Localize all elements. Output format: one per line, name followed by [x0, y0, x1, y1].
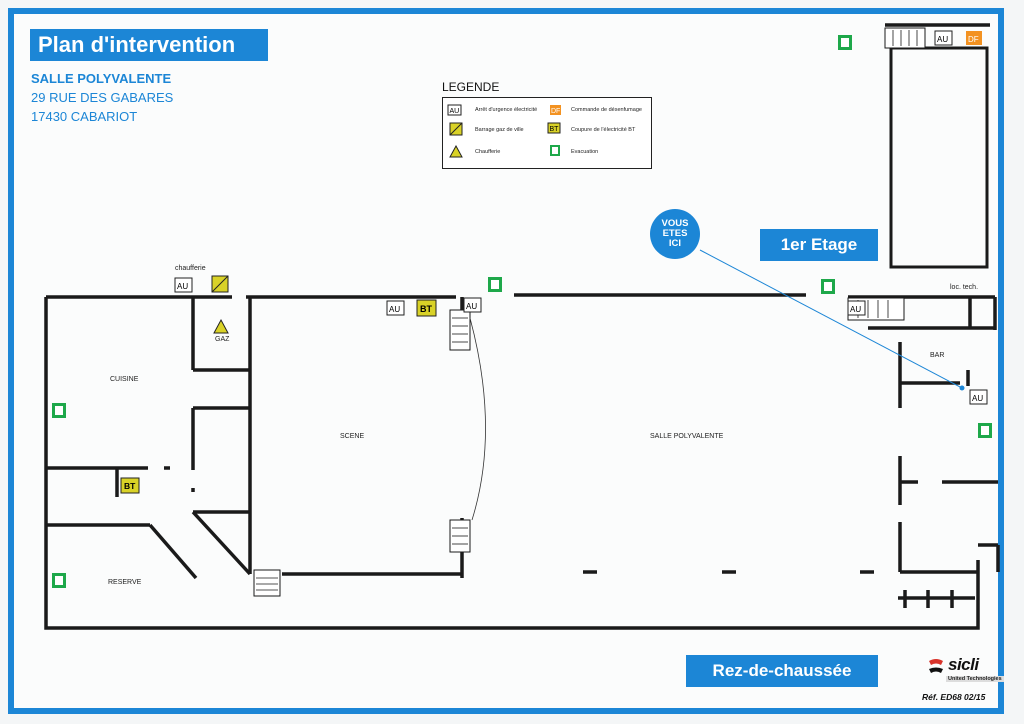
au-icon: AU: [463, 297, 482, 313]
boiler-icon: [213, 318, 229, 334]
svg-text:DF: DF: [968, 35, 979, 44]
au-icon: AU: [386, 300, 405, 316]
room-label-reserve: RESERVE: [108, 579, 142, 586]
room-label-scene: SCENE: [340, 433, 365, 440]
svg-text:AU: AU: [389, 305, 400, 314]
exit-icon: [821, 279, 835, 294]
bt-icon: BT: [120, 477, 140, 494]
plan-title: Plan d'intervention: [30, 29, 268, 61]
au-icon: AU: [847, 300, 866, 316]
svg-text:BT: BT: [550, 126, 560, 133]
you-are-here-pointer: [699, 249, 963, 389]
legend-label-boiler: Chaufferie: [475, 149, 501, 155]
stage-curve: [469, 317, 486, 521]
brand-name: sicli: [948, 655, 979, 674]
au-icon: AU: [174, 277, 193, 293]
legend-box: AU Arrêt d'urgence électricité DF Comman…: [442, 97, 652, 169]
svg-text:DF: DF: [551, 108, 560, 115]
legend-label-exit: Evacuation: [571, 149, 599, 155]
you-are-here-badge: VOUS ETES ICI: [650, 209, 700, 259]
stairs: [253, 27, 926, 597]
gas-valve-icon: [211, 275, 229, 293]
reference-code: Réf. ED68 02/15: [922, 692, 986, 702]
room-label-gaz: GAZ: [215, 336, 230, 343]
bt-icon: BT: [547, 122, 561, 134]
address-street: 29 RUE DES GABARES: [31, 90, 174, 105]
exit-icon: [488, 277, 502, 292]
svg-text:BT: BT: [420, 304, 432, 314]
legend-label-bt: Coupure de l'électricité BT: [571, 127, 636, 133]
au-icon: AU: [969, 389, 988, 405]
room-label-chaufferie: chaufferie: [175, 265, 206, 272]
gas-valve-icon: [449, 122, 463, 136]
svg-text:AU: AU: [972, 394, 983, 403]
legend-title: LEGENDE: [442, 80, 500, 94]
floor-label-first: 1er Etage: [760, 229, 878, 261]
address-city: 17430 CABARIOT: [31, 109, 138, 124]
legend-label-gas: Barrage gaz de ville: [475, 127, 524, 133]
sicli-logo-icon: [929, 659, 943, 673]
svg-text:AU: AU: [466, 302, 477, 311]
walls: [44, 23, 1000, 630]
svg-text:BT: BT: [124, 481, 136, 491]
exit-icon: [550, 145, 560, 156]
df-icon: DF: [550, 105, 561, 115]
boiler-icon: [449, 145, 463, 158]
room-label-loc-tech: loc. tech.: [950, 284, 979, 291]
svg-text:AU: AU: [937, 35, 948, 44]
au-icon: AU: [447, 104, 462, 116]
exit-icon: [52, 403, 66, 418]
svg-text:AU: AU: [177, 282, 188, 291]
au-icon: AU: [934, 30, 953, 46]
bt-icon: BT: [416, 299, 437, 317]
room-label-salle: SALLE POLYVALENTE: [650, 433, 724, 440]
svg-text:AU: AU: [850, 305, 861, 314]
exit-icon: [838, 35, 852, 50]
svg-text:AU: AU: [450, 108, 460, 115]
address-name: SALLE POLYVALENTE: [31, 71, 172, 86]
brand-subtitle: United Technologies: [946, 676, 1004, 682]
floor-label-ground: Rez-de-chaussée: [686, 655, 878, 687]
room-label-bar: BAR: [930, 352, 945, 359]
df-icon: DF: [966, 31, 982, 45]
exit-icon: [978, 423, 992, 438]
exit-icon: [52, 573, 66, 588]
legend-label-au: Arrêt d'urgence électricité: [475, 107, 538, 113]
room-label-cuisine: CUISINE: [110, 376, 139, 383]
legend-label-df: Commande de désenfumage: [571, 107, 642, 113]
